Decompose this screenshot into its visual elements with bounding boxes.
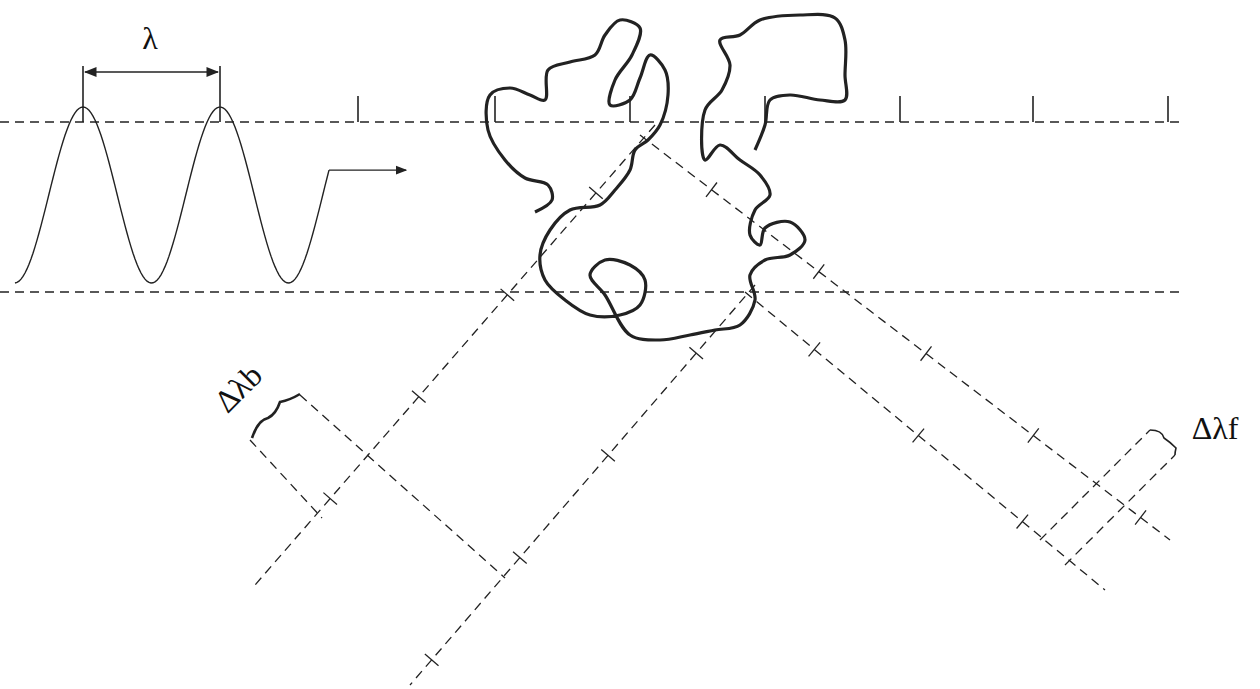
scattered-ray <box>640 135 1170 540</box>
scattered-ray <box>300 395 505 578</box>
scattered-ray <box>1040 430 1150 540</box>
incident-wave <box>15 107 329 283</box>
ray-tick <box>809 342 820 356</box>
scattered-ray <box>1065 455 1175 565</box>
wavelength-tick <box>899 96 901 122</box>
wavelength-tick <box>357 96 359 122</box>
scattered-ray <box>250 440 322 518</box>
forward-path-difference: Δλf <box>1192 412 1239 444</box>
wavelength-label: λ <box>142 22 158 54</box>
ray-tick <box>813 264 824 278</box>
wavelength-tick <box>219 66 221 122</box>
scattered-ray <box>745 292 1105 590</box>
ray-tick <box>689 347 703 359</box>
ray-tick <box>921 346 932 360</box>
ray-tick <box>601 450 615 462</box>
wavelength-tick <box>1032 96 1034 122</box>
wavelength-tick <box>494 96 496 122</box>
backward-path-difference: Δλb <box>208 358 267 417</box>
ray-tick <box>1028 428 1039 442</box>
ray-tick <box>425 654 439 666</box>
scattered-ray <box>255 125 655 585</box>
path-difference-brace <box>252 394 300 438</box>
ray-tick <box>513 552 527 564</box>
ray-tick <box>589 187 603 199</box>
polymer-coil <box>486 14 847 340</box>
beam-edge <box>0 291 1185 293</box>
ray-tick <box>412 391 426 403</box>
path-difference-brace <box>1150 430 1176 455</box>
ray-tick <box>1135 510 1146 524</box>
wavelength-arrow <box>85 71 218 73</box>
wavelength-tick <box>1167 96 1169 122</box>
wavelength-tick <box>82 66 84 122</box>
propagation-arrow <box>329 169 406 170</box>
ray-tick <box>501 289 515 301</box>
beam-edge <box>0 121 1185 123</box>
ray-tick <box>913 429 924 443</box>
ray-tick <box>323 493 337 505</box>
ray-tick <box>1017 515 1028 529</box>
scattered-ray <box>410 285 755 685</box>
ray-tick <box>706 182 717 196</box>
